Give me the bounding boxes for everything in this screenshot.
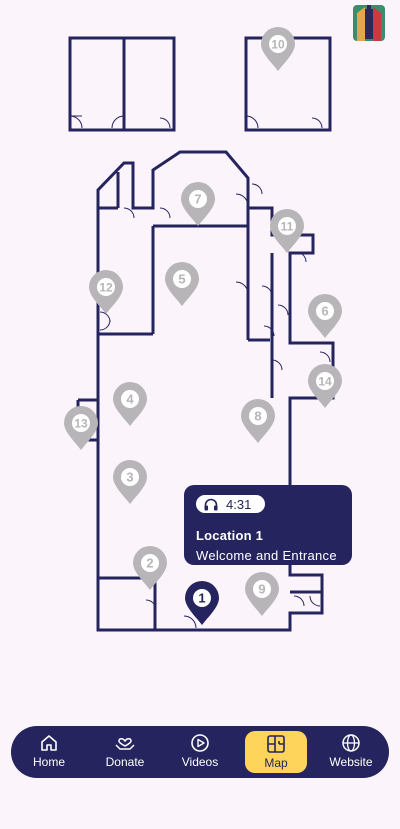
location-marker-14[interactable]: 14 [308, 364, 342, 408]
marker-center [316, 372, 334, 390]
marker-center [121, 468, 139, 486]
marker-number: 2 [146, 556, 153, 571]
location-marker-7[interactable]: 7 [181, 182, 215, 226]
marker-number: 8 [254, 409, 261, 424]
nav-map[interactable]: Map [245, 731, 307, 773]
location-marker-8[interactable]: 8 [240, 398, 275, 443]
audio-chip[interactable]: 4:31 [196, 495, 266, 513]
marker-center [193, 589, 211, 607]
location-marker-2[interactable]: 2 [133, 546, 167, 590]
marker-number: 1 [198, 591, 205, 606]
marker-center [141, 554, 159, 572]
nav-videos[interactable]: Videos [169, 726, 231, 778]
marker-number: 13 [74, 417, 88, 431]
location-marker-13[interactable]: 13 [64, 406, 98, 450]
donate-icon [115, 738, 135, 750]
marker-center [316, 302, 334, 320]
marker-center [249, 407, 267, 425]
marker-center [173, 270, 191, 288]
globe-icon [342, 734, 360, 752]
marker-number: 5 [178, 272, 185, 287]
marker-center [97, 278, 115, 296]
location-marker-4[interactable]: 4 [113, 381, 147, 426]
nav-home-label: Home [32, 755, 65, 769]
marker-number: 7 [194, 192, 201, 207]
nav-videos-label: Videos [181, 755, 219, 769]
nav-home[interactable]: Home [18, 726, 80, 778]
location-marker-1[interactable]: 1 [185, 581, 219, 625]
bottom-navigation: Home Donate Videos Map Website [11, 726, 389, 778]
nav-donate-label: Donate [105, 755, 145, 769]
location-popup[interactable]: 4:31 Location 1 Welcome and Entrance [184, 485, 352, 565]
marker-number: 3 [126, 470, 133, 485]
marker-number: 4 [126, 392, 134, 407]
location-marker-10[interactable]: 10 [261, 27, 295, 71]
marker-center [189, 190, 207, 208]
marker-number: 12 [99, 281, 113, 295]
location-subtitle: Welcome and Entrance [196, 547, 337, 563]
marker-number: 10 [271, 38, 285, 52]
nav-website[interactable]: Website [320, 726, 382, 778]
marker-number: 14 [318, 375, 332, 389]
marker-number: 6 [321, 304, 328, 319]
location-marker-6[interactable]: 6 [308, 294, 342, 338]
marker-center [121, 390, 139, 408]
marker-center [269, 35, 287, 53]
stained-glass-logo [353, 5, 385, 41]
marker-center [278, 217, 296, 235]
location-marker-9[interactable]: 9 [244, 571, 280, 616]
location-marker-3[interactable]: 3 [113, 459, 147, 504]
map-icon [267, 735, 285, 753]
audio-duration: 4:31 [226, 496, 252, 512]
nav-map-label: Map [264, 756, 288, 770]
marker-number: 11 [281, 220, 294, 234]
marker-center [253, 580, 271, 598]
nav-website-label: Website [329, 755, 373, 769]
location-marker-5[interactable]: 5 [165, 262, 199, 306]
location-title: Location 1 [196, 527, 264, 543]
location-marker-12[interactable]: 12 [89, 270, 123, 314]
play-icon [191, 734, 209, 752]
marker-number: 9 [258, 582, 265, 597]
location-marker-11[interactable]: 11 [270, 209, 304, 253]
headphones-icon [204, 498, 218, 510]
marker-center [72, 414, 90, 432]
nav-donate[interactable]: Donate [94, 726, 156, 778]
home-icon [41, 735, 57, 751]
door-swings [69, 115, 331, 629]
